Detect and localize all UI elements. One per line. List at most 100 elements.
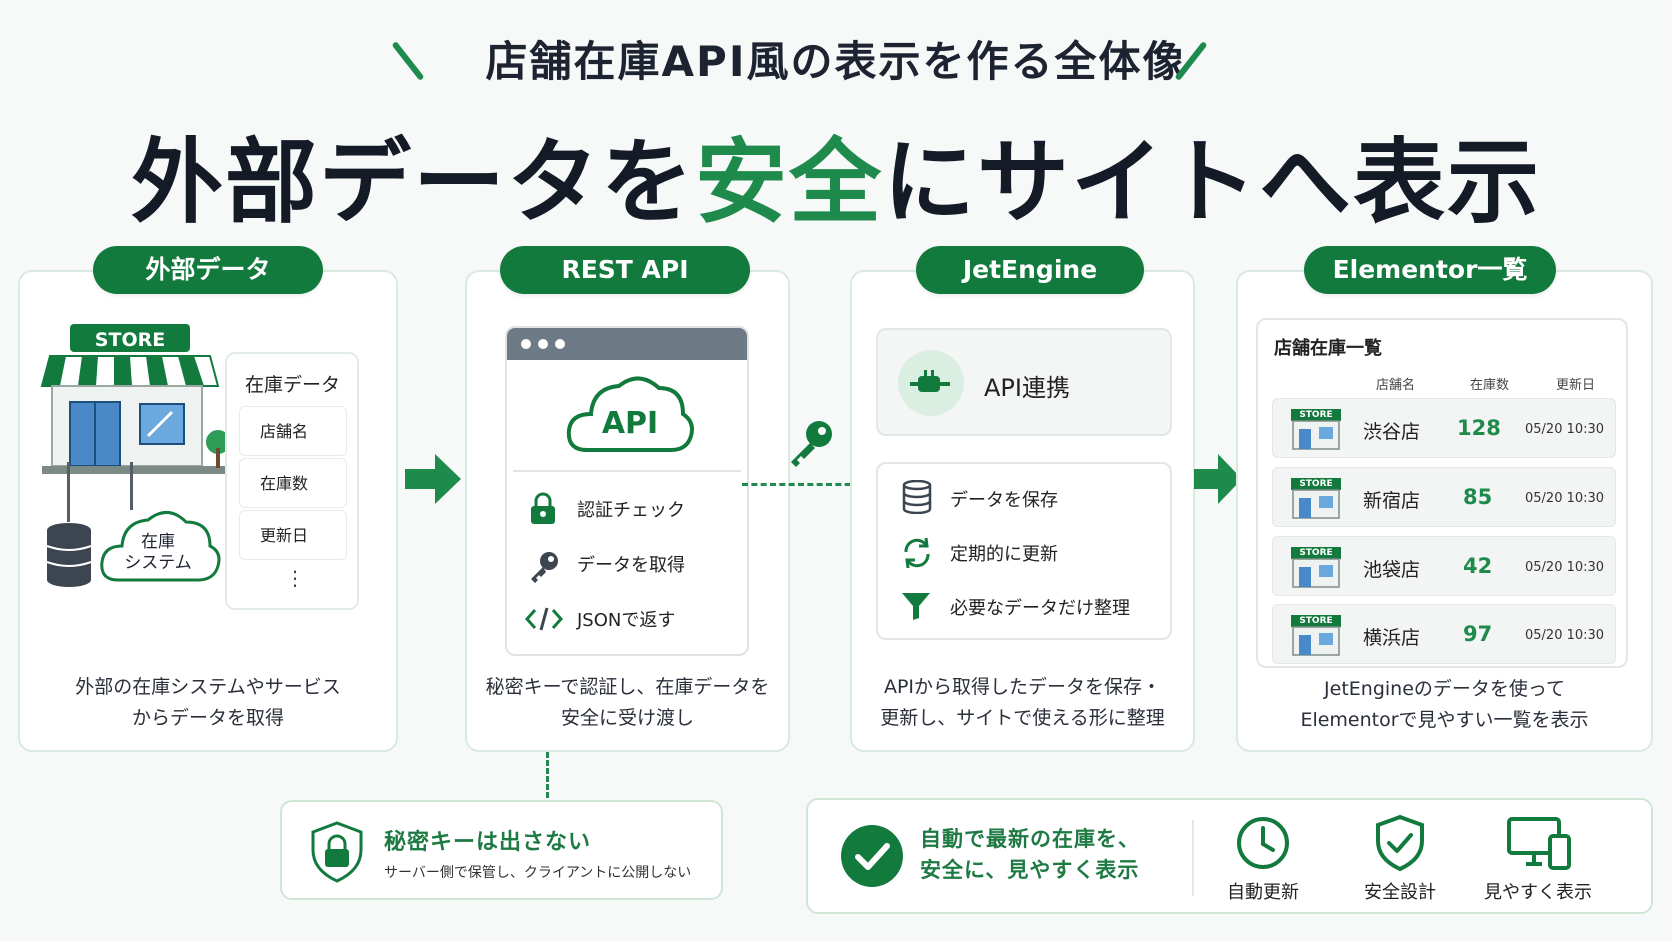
code-icon [525, 607, 563, 631]
table-row[interactable]: STORE 池袋店 42 05/20 10:30 [1272, 536, 1616, 596]
stage-card-external-data: STORE 在庫 システム 在庫データ 店舗名 在庫数 更新日 ⋮ 外部の在庫シ… [18, 270, 398, 752]
field-store-name: 店舗名 [239, 406, 347, 456]
caption-line: 秘密キーで認証し、在庫データを [485, 676, 770, 698]
caption-line: からデータを取得 [131, 707, 284, 729]
arrow-right-icon [405, 454, 461, 504]
clock-icon [1237, 817, 1289, 869]
feature-get-data: データを取得 [577, 555, 685, 576]
row-store-name: 新宿店 [1363, 490, 1421, 512]
secret-note-title: 秘密キーは出さない [384, 830, 592, 855]
inventory-data-title: 在庫データ [245, 374, 341, 396]
stage-card-rest-api: API 認証チェック データを取得 JSONで返す 秘密キーで認証し、在庫データ… [465, 270, 790, 752]
database-icon [902, 480, 932, 514]
feature-organize-data: 必要なデータだけ整理 [950, 598, 1130, 619]
column-header-count: 在庫数 [1470, 378, 1510, 393]
filter-icon [902, 593, 930, 620]
summary-message: 自動で最新の在庫を、 安全に、見やすく表示 [920, 824, 1140, 886]
store-inventory-table: 店舗在庫一覧 店舗名 在庫数 更新日 STORE 渋谷店 128 05/20 1… [1256, 318, 1628, 668]
summary-line: 自動で最新の在庫を、 [920, 827, 1140, 851]
plug-icon-circle [898, 350, 964, 416]
store-icon [1291, 478, 1341, 519]
stage-caption-jetengine: APIから取得したデータを保存・ 更新し、サイトで使える形に整理 [852, 672, 1193, 734]
subtitle: 店舗在庫API風の表示を作る全体像 [485, 37, 1187, 86]
store-icon [1291, 615, 1341, 656]
row-updated-date: 05/20 10:30 [1525, 422, 1605, 437]
store-sign-label: STORE [94, 329, 166, 351]
browser-titlebar [507, 328, 747, 360]
store-badge: STORE [1299, 410, 1333, 420]
field-stock-count: 在庫数 [239, 458, 347, 508]
api-cloud-icon [566, 376, 694, 452]
store-icon [1291, 409, 1341, 450]
caption-line: JetEngineのデータを使って [1324, 678, 1565, 700]
stage-label-rest-api: REST API [500, 246, 750, 294]
row-updated-date: 05/20 10:30 [1525, 491, 1605, 506]
plug-icon [910, 370, 950, 392]
stage-label-elementor-list: Elementor一覧 [1304, 246, 1556, 294]
feature-easy-view: 見やすく表示 [1484, 882, 1592, 903]
headline-part1: 外部データを [130, 129, 695, 236]
feature-return-json: JSONで返す [577, 610, 676, 631]
api-connection-label: API連携 [984, 374, 1070, 402]
dashed-connector [546, 752, 549, 798]
row-stock-count: 128 [1457, 416, 1501, 440]
column-header-date: 更新日 [1556, 378, 1596, 393]
headline: 外部データを安全にサイトへ表示 [0, 108, 1672, 241]
table-row[interactable]: STORE 渋谷店 128 05/20 10:30 [1272, 398, 1616, 458]
api-connection-box: API連携 [876, 328, 1172, 436]
inventory-data-panel: 在庫データ 店舗名 在庫数 更新日 ⋮ [225, 352, 359, 610]
caption-line: 外部の在庫システムやサービス [75, 676, 341, 698]
more-fields-indicator: ⋮ [285, 566, 305, 590]
stage-caption-rest-api: 秘密キーで認証し、在庫データを 安全に受け渡し [467, 672, 788, 734]
database-icon [46, 523, 92, 587]
connector-line [130, 462, 133, 510]
stage-card-jetengine: API連携 データを保存 定期的に更新 必要なデータだけ整理 APIから取得した… [850, 270, 1195, 752]
caption-line: 更新し、サイトで使える形に整理 [880, 707, 1165, 729]
browser-divider [513, 470, 741, 472]
stage-caption-elementor: JetEngineのデータを使って Elementorで見やすい一覧を表示 [1238, 674, 1651, 736]
key-icon [531, 552, 558, 583]
feature-auth-check: 認証チェック [577, 500, 685, 521]
headline-part2: にサイトへ表示 [883, 129, 1542, 236]
store-icon [1291, 547, 1341, 588]
dashed-connector [742, 483, 860, 486]
headline-highlight: 安全 [694, 129, 883, 236]
feature-auto-update: 自動更新 [1227, 882, 1299, 903]
column-header-store: 店舗名 [1376, 378, 1416, 393]
feature-secure-design: 安全設計 [1364, 882, 1436, 903]
caption-line: APIから取得したデータを保存・ [883, 676, 1162, 698]
check-circle-icon [841, 825, 903, 887]
row-stock-count: 97 [1463, 622, 1493, 646]
row-stock-count: 42 [1463, 554, 1493, 578]
secret-note-subtitle: サーバー側で保管し、クライアントに公開しない [384, 865, 692, 881]
caption-line: Elementorで見やすい一覧を表示 [1300, 709, 1589, 731]
row-store-name: 池袋店 [1363, 559, 1421, 581]
api-browser-window: API 認証チェック データを取得 JSONで返す [505, 326, 749, 656]
key-icon [791, 421, 832, 467]
api-cloud-label: API [601, 406, 659, 441]
shield-lock-icon [311, 821, 363, 883]
table-title: 店舗在庫一覧 [1274, 338, 1382, 359]
row-store-name: 渋谷店 [1363, 421, 1421, 443]
row-store-name: 横浜店 [1363, 627, 1421, 649]
store-badge: STORE [1299, 616, 1333, 626]
row-stock-count: 85 [1463, 485, 1493, 509]
lock-icon [531, 492, 555, 524]
stage-label-jetengine: JetEngine [916, 246, 1144, 294]
connector-line [67, 462, 70, 522]
cloud-label: 在庫 システム [124, 532, 192, 573]
devices-icon [1507, 817, 1571, 870]
field-updated-date: 更新日 [239, 510, 347, 560]
jetengine-feature-list: データを保存 定期的に更新 必要なデータだけ整理 [876, 462, 1172, 640]
summary-line: 安全に、見やすく表示 [920, 858, 1140, 882]
cloud-icon [100, 511, 221, 582]
table-row[interactable]: STORE 新宿店 85 05/20 10:30 [1272, 467, 1616, 527]
table-row[interactable]: STORE 横浜店 97 05/20 10:30 [1272, 604, 1616, 664]
caption-line: 安全に受け渡し [560, 707, 694, 729]
stage-label-external-data: 外部データ [93, 246, 323, 294]
stage-caption-external: 外部の在庫システムやサービス からデータを取得 [20, 672, 396, 734]
summary-box: 自動で最新の在庫を、 安全に、見やすく表示 自動更新 安全設計 見やすく表示 [806, 798, 1653, 914]
store-icon [40, 324, 232, 474]
store-badge: STORE [1299, 479, 1333, 489]
secret-key-note: 秘密キーは出さない サーバー側で保管し、クライアントに公開しない [280, 800, 723, 900]
